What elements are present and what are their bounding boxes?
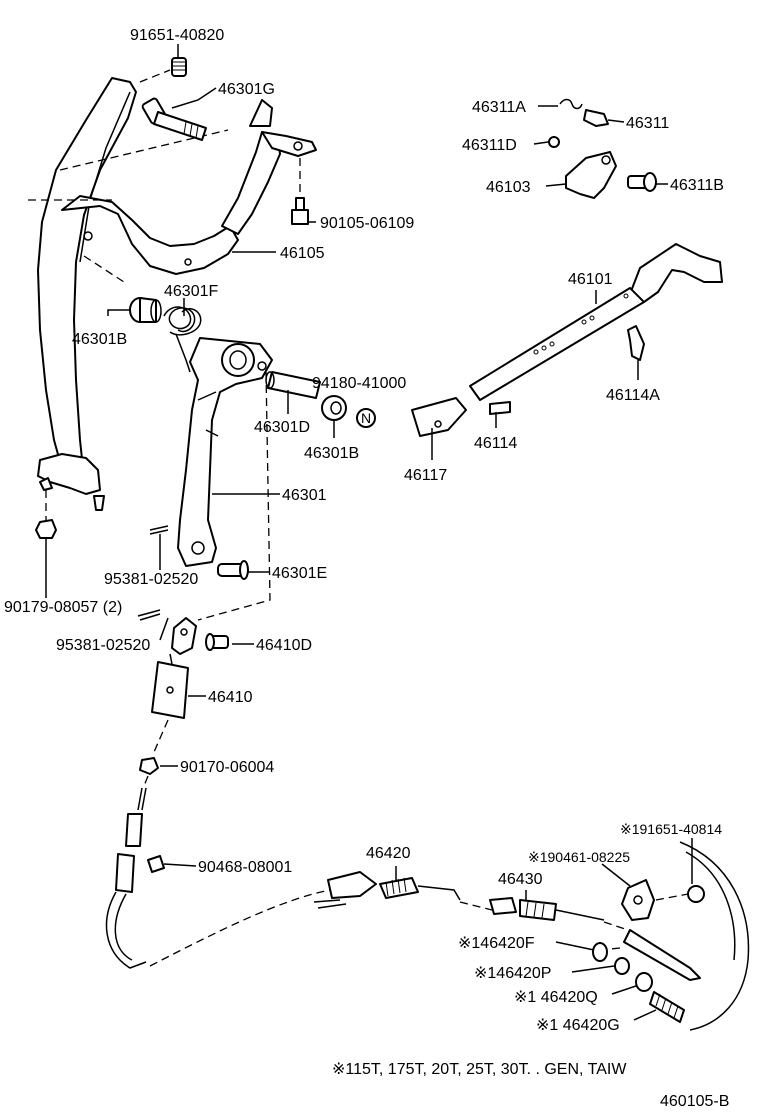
label-46301F: 46301F bbox=[164, 283, 218, 300]
label-46311A: 46311A bbox=[472, 99, 526, 116]
clip-46114A-drawing bbox=[627, 325, 645, 361]
label-46311B: 46311B bbox=[670, 177, 724, 194]
label-46101: 46101 bbox=[568, 271, 613, 288]
nut-94180-41000-drawing: N bbox=[356, 408, 376, 428]
label-46103: 46103 bbox=[486, 179, 531, 196]
label-46420: 46420 bbox=[366, 845, 411, 862]
label-90179-08057: 90179-08057 (2) bbox=[4, 599, 122, 616]
label-91651-40820: 91651-40820 bbox=[130, 27, 224, 44]
label-46114A: 46114A bbox=[606, 387, 660, 404]
label-46301B-lower: 46301B bbox=[304, 445, 359, 462]
lever-46301-drawing bbox=[177, 337, 273, 567]
ratchet-parts-drawing bbox=[548, 98, 657, 199]
clip-90468-08001-drawing bbox=[147, 855, 165, 873]
label-90461-08225: ※190461-08225 bbox=[528, 849, 630, 865]
bolt-91651-40820-drawing bbox=[139, 57, 187, 83]
bushing-46301B-upper-drawing bbox=[129, 297, 162, 323]
clevis-46410D-drawing bbox=[171, 617, 229, 655]
diagram-code: 460105-B bbox=[660, 1093, 729, 1110]
label-94180-41000: 94180-41000 bbox=[312, 375, 406, 392]
parts-46420-series-drawing bbox=[592, 942, 685, 1023]
nut-mark-label: N bbox=[361, 410, 371, 426]
label-90105-06109: 90105-06109 bbox=[320, 215, 414, 232]
nut-90170-06004-drawing bbox=[139, 757, 159, 787]
label-46420P: ※146420P bbox=[474, 965, 551, 982]
nut-90179-08057-drawing bbox=[35, 477, 105, 592]
label-46301B-upper: 46301B bbox=[72, 331, 127, 348]
label-46311D: 46311D bbox=[462, 137, 517, 154]
part-labels: 91651-40820 46301G 90105-06109 46105 463… bbox=[4, 27, 724, 1034]
label-46311: 46311 bbox=[626, 115, 669, 132]
label-46430: 46430 bbox=[498, 871, 543, 888]
label-46301E: 46301E bbox=[272, 565, 327, 582]
label-95381-02520-lower: 95381-02520 bbox=[56, 637, 150, 654]
label-90170-06004: 90170-06004 bbox=[180, 759, 274, 776]
label-95381-02520-upper: 95381-02520 bbox=[104, 571, 198, 588]
label-46301D: 46301D bbox=[254, 419, 310, 436]
label-46410: 46410 bbox=[208, 689, 253, 706]
bracket-46105-drawing bbox=[28, 77, 317, 495]
label-46301: 46301 bbox=[282, 487, 327, 504]
label-90468-08001: 90468-08001 bbox=[198, 859, 292, 876]
label-46420F: ※146420F bbox=[458, 935, 535, 952]
rod-end-46117-drawing bbox=[411, 397, 511, 437]
label-46114: 46114 bbox=[474, 435, 517, 452]
adjuster-46410-drawing bbox=[151, 653, 189, 753]
label-46105: 46105 bbox=[280, 245, 325, 262]
handle-46101-drawing bbox=[469, 243, 723, 401]
label-46420Q: ※1 46420Q bbox=[514, 989, 598, 1006]
bolt-46301G-drawing bbox=[141, 97, 207, 141]
label-91651-40814: ※191651-40814 bbox=[620, 821, 722, 837]
label-46410D: 46410D bbox=[256, 637, 312, 654]
label-46420G: ※1 46420G bbox=[536, 1017, 620, 1034]
drum-brake-drawing bbox=[599, 841, 750, 1031]
label-46117: 46117 bbox=[404, 467, 447, 484]
cable-46420-drawing bbox=[105, 787, 501, 969]
bushing-46301B-lower-drawing bbox=[321, 395, 347, 421]
pin-95381-02520-lower-drawing bbox=[137, 609, 161, 621]
footnote: ※115T, 175T, 20T, 25T, 30T. . GEN, TAIW bbox=[332, 1061, 627, 1078]
pin-95381-02520-upper-drawing bbox=[149, 525, 169, 535]
pin-46301E-drawing bbox=[217, 560, 249, 580]
label-46301G: 46301G bbox=[218, 81, 275, 98]
leader-lines bbox=[45, 44, 693, 1021]
guide-lines bbox=[197, 371, 271, 621]
cable-46430-drawing bbox=[489, 897, 629, 931]
bolt-90105-06109-drawing bbox=[291, 158, 309, 225]
